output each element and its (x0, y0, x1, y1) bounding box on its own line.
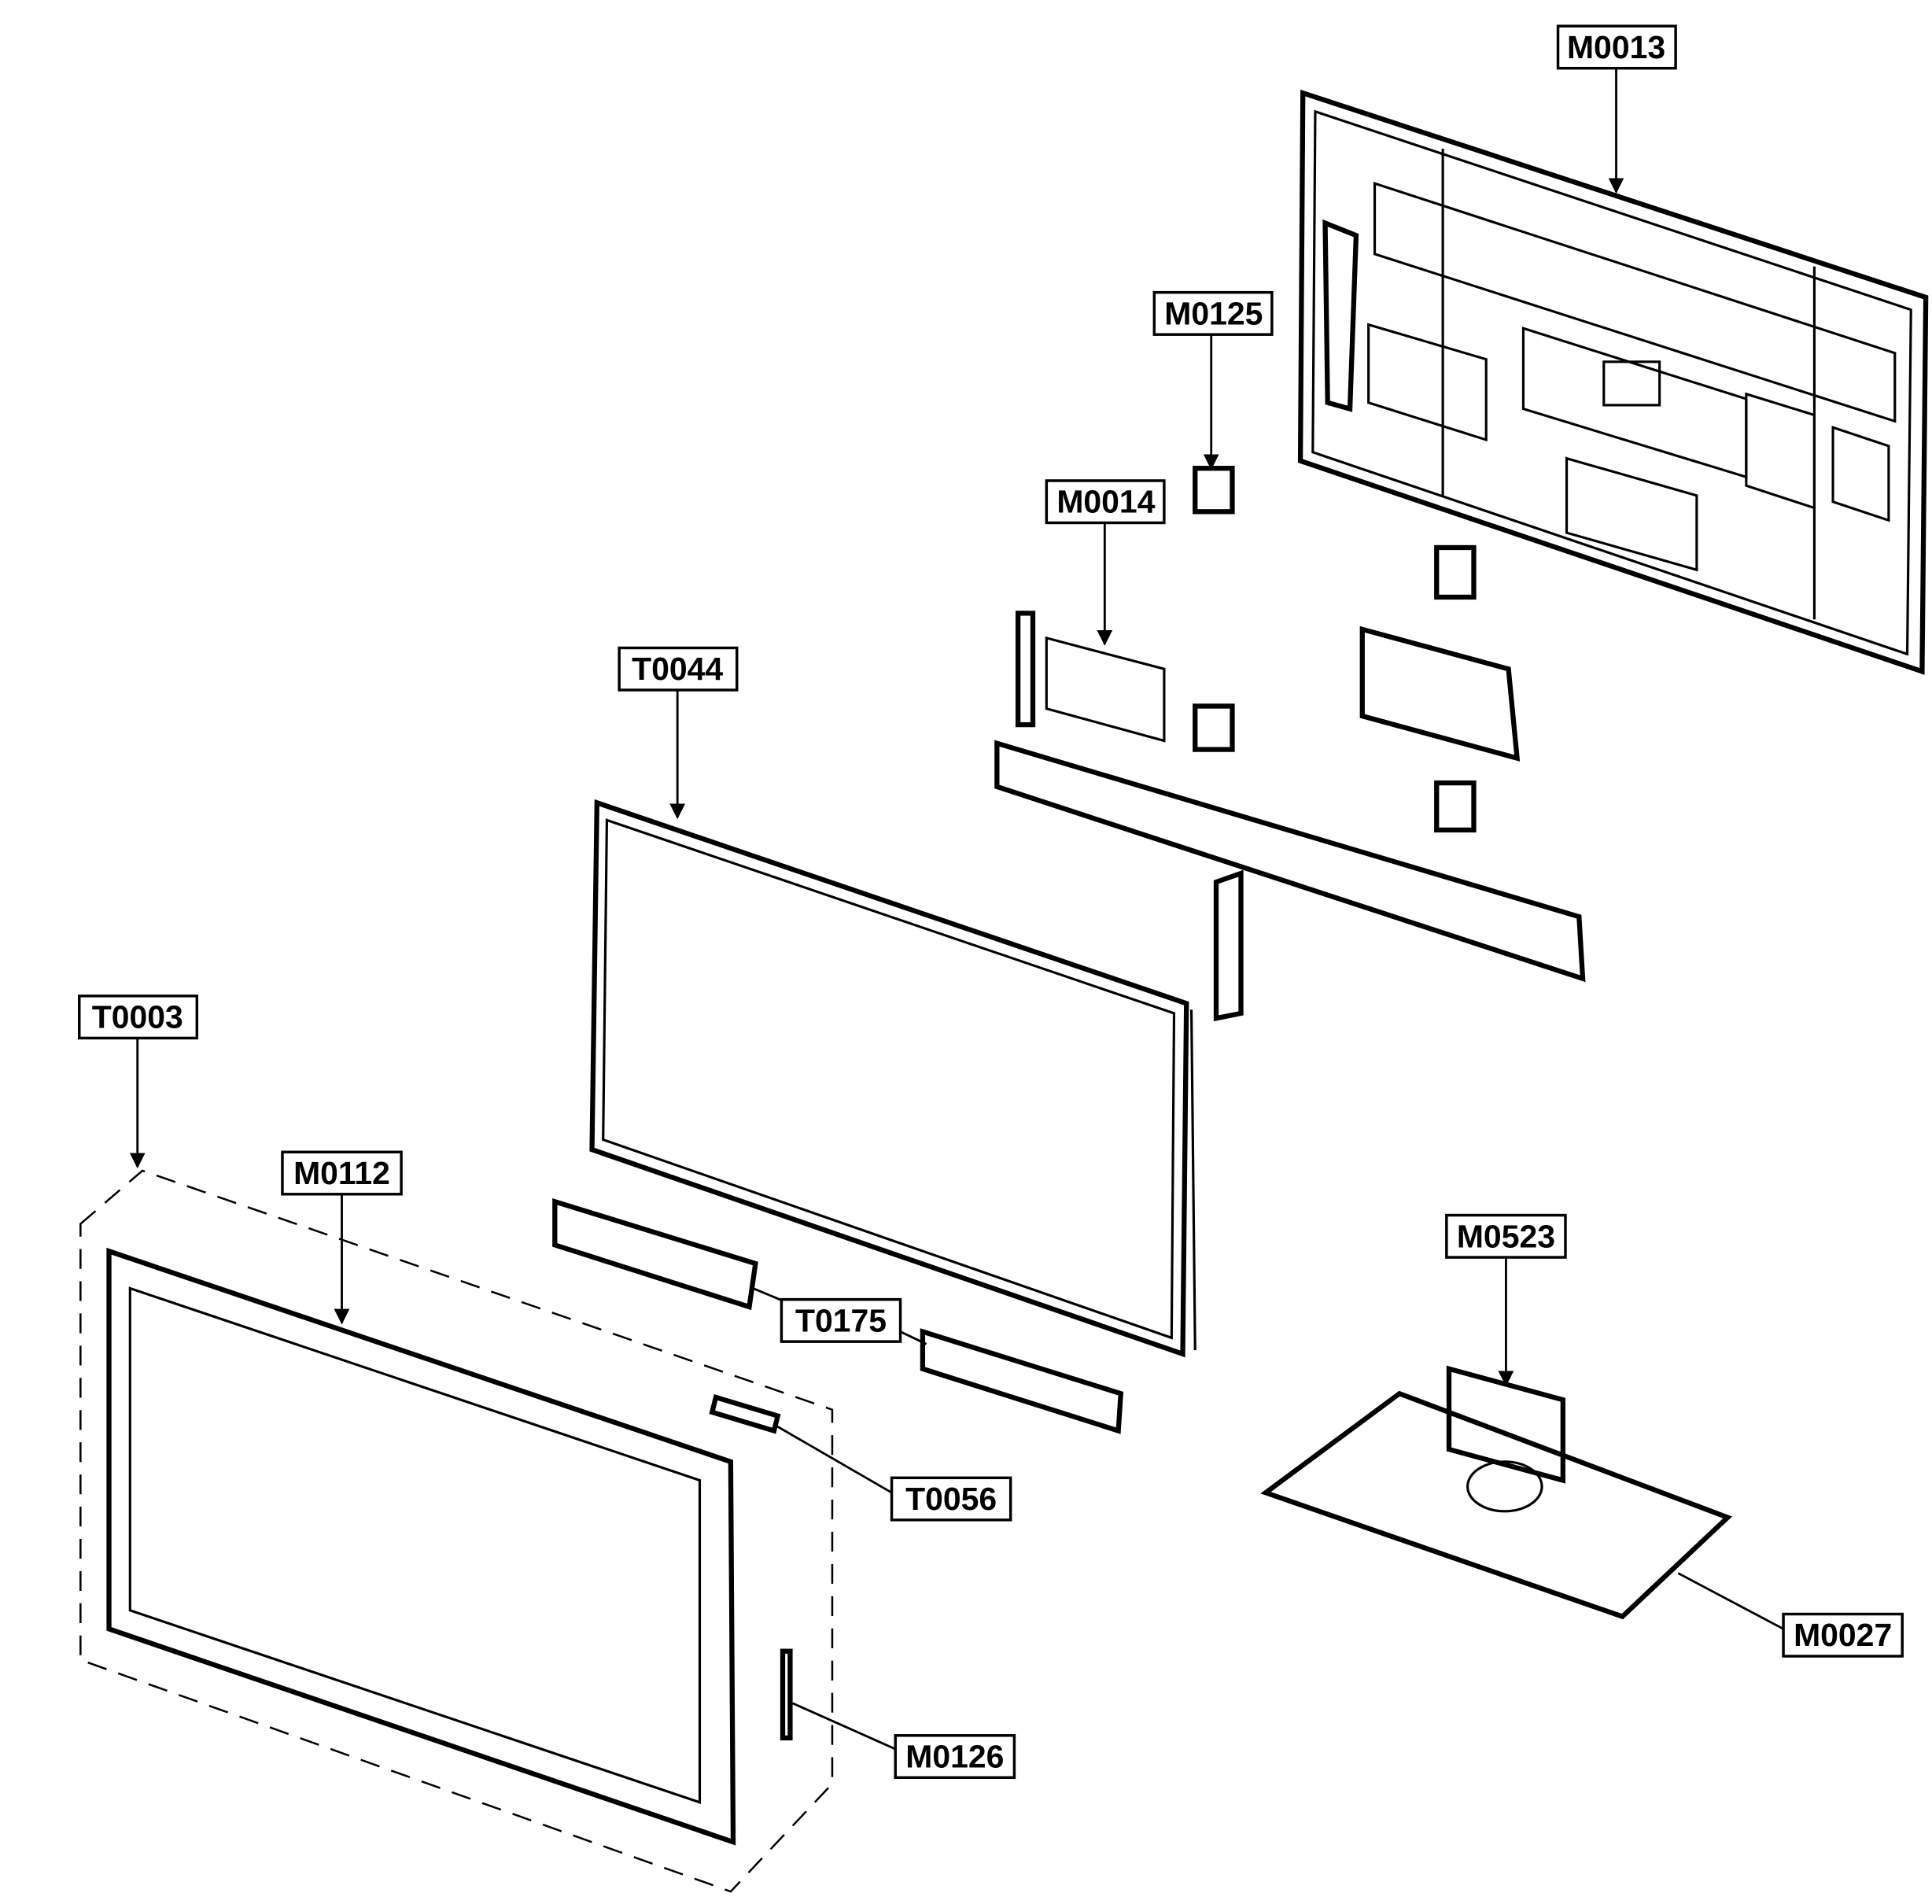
speakers (552, 1197, 1124, 1434)
label-text: M0013 (1567, 29, 1665, 65)
label-text: T0056 (905, 1481, 997, 1517)
label-t0003: T0003 (78, 994, 199, 1040)
label-text: M0027 (1794, 1617, 1892, 1653)
display-panel (589, 799, 1196, 1358)
label-text: T0044 (632, 651, 723, 687)
label-t0175: T0175 (780, 1297, 902, 1343)
label-m0125: M0125 (1152, 290, 1274, 336)
label-t0056: T0056 (890, 1476, 1012, 1522)
label-text: M0014 (1056, 484, 1155, 520)
label-text: T0175 (795, 1302, 887, 1338)
label-t0044: T0044 (618, 646, 739, 692)
rear-cover (1297, 89, 1929, 675)
label-text: M0126 (905, 1739, 1004, 1775)
label-m0014: M0014 (1045, 479, 1166, 525)
label-text: T0003 (92, 999, 183, 1035)
leader-lines (129, 68, 1784, 1751)
control-board (994, 611, 1586, 1022)
label-m0013: M0013 (1556, 24, 1677, 70)
label-m0112: M0112 (281, 1150, 403, 1196)
clip-brackets (1193, 466, 1521, 833)
label-m0027: M0027 (1782, 1612, 1904, 1658)
label-text: M0125 (1164, 295, 1263, 331)
stand (1260, 1365, 1733, 1620)
label-text: M0523 (1457, 1218, 1555, 1254)
label-m0523: M0523 (1445, 1213, 1567, 1259)
front-bezel (79, 1169, 834, 1893)
label-m0126: M0126 (894, 1734, 1016, 1780)
label-text: M0112 (293, 1155, 390, 1191)
